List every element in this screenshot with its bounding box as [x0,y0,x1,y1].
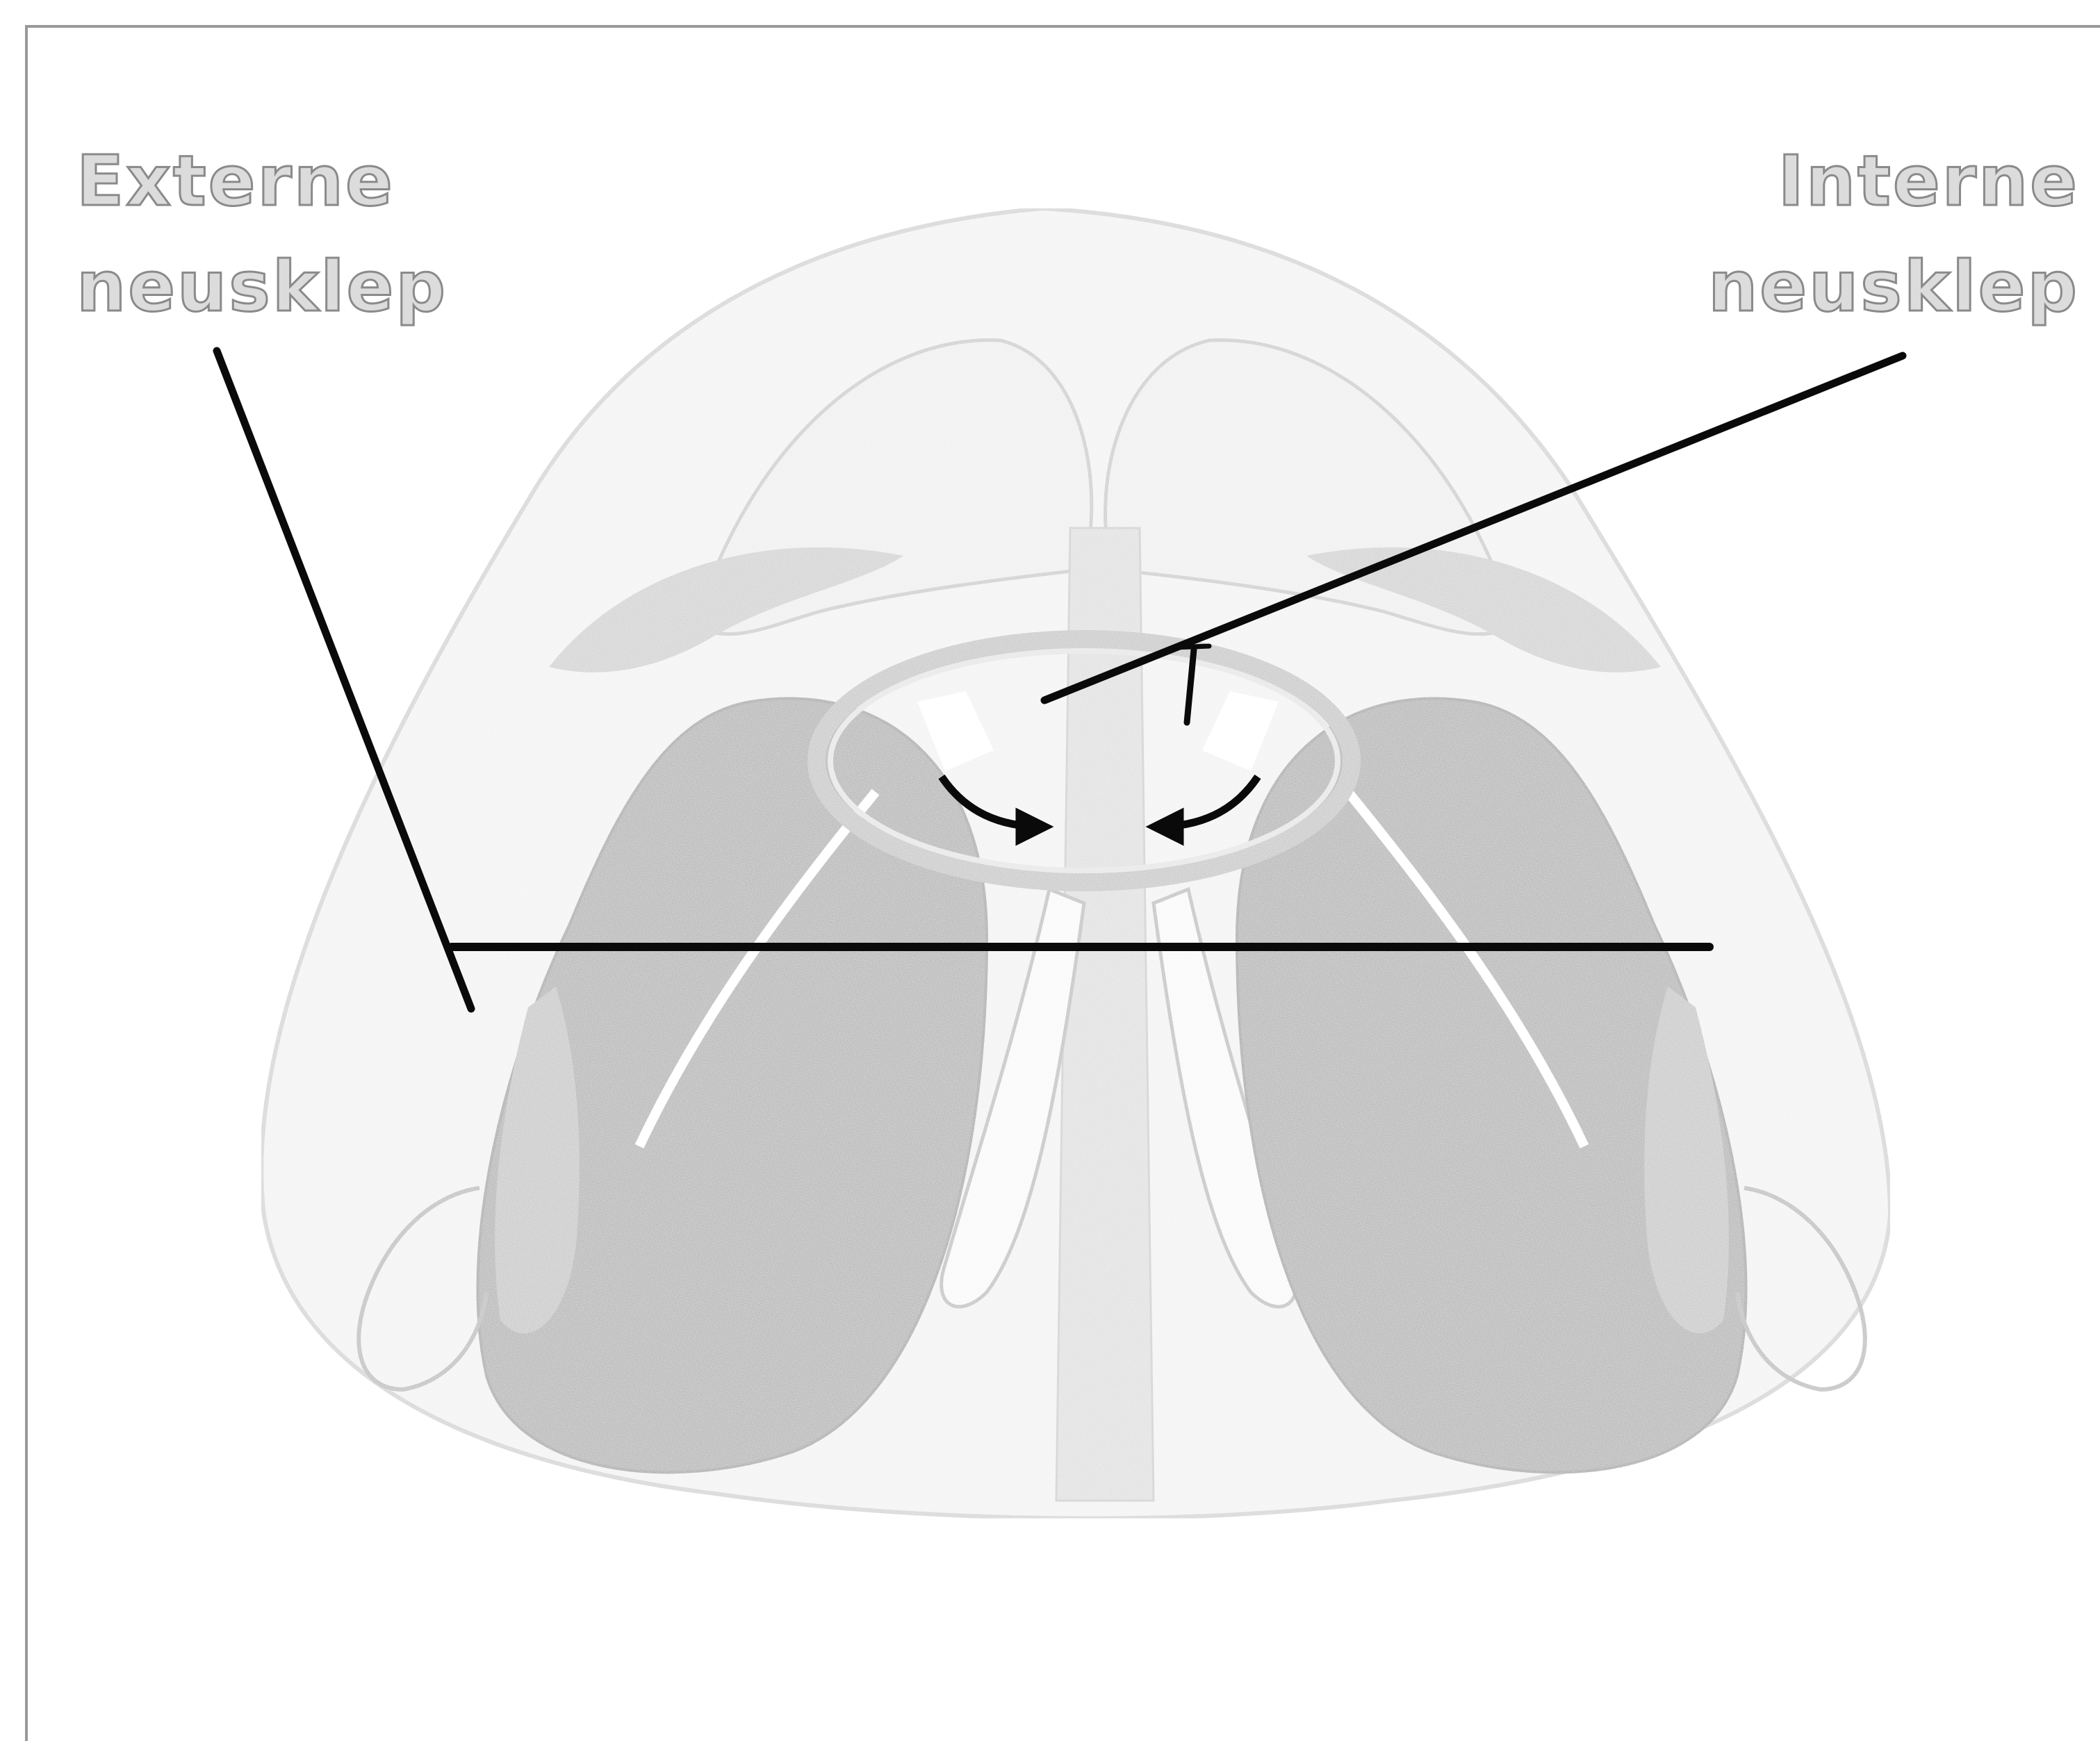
valve-angle-top [1174,646,1209,647]
internal-valve-label-line1: Interne [1708,129,2079,234]
nose-illustration [261,208,1890,1518]
external-valve-label: Externe neusklep [76,129,448,340]
external-valve-label-line1: Externe [76,129,448,234]
internal-valve-label-line2: neusklep [1708,234,2079,340]
internal-valve-label: Interne neusklep [1708,129,2079,340]
external-valve-label-line2: neusklep [76,234,448,340]
